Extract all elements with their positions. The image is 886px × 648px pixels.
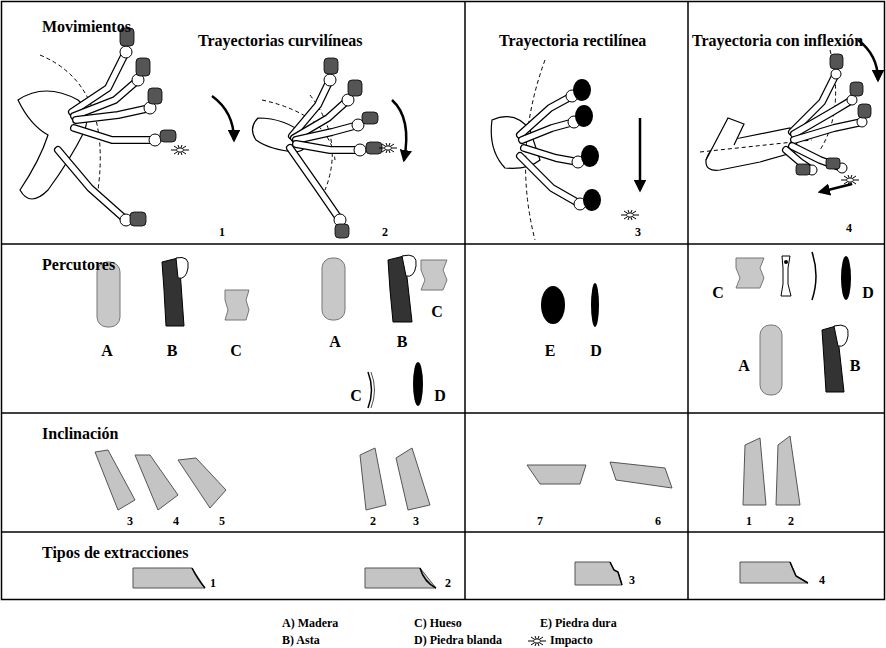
legend-entry: A) Madera xyxy=(282,617,338,629)
material-letter: B xyxy=(850,358,861,374)
row-heading: Inclinación xyxy=(42,425,118,443)
material-letter: C xyxy=(350,388,362,404)
callout-number: 1 xyxy=(746,515,752,527)
material-letter: A xyxy=(101,343,113,359)
row-heading: Percutores xyxy=(42,256,115,274)
table-cell: Trayectoria con inflexión xyxy=(688,0,886,244)
material-letter: D xyxy=(434,388,446,404)
table-cell: Inclinación xyxy=(0,413,465,532)
legend-entry: B) Asta xyxy=(282,634,320,646)
material-letter: A xyxy=(738,358,750,374)
material-letter: D xyxy=(862,285,874,301)
callout-number: 2 xyxy=(445,577,451,589)
callout-number: 3 xyxy=(127,515,133,527)
hammerstones xyxy=(97,252,851,408)
figure-straight xyxy=(491,60,640,240)
removal-types xyxy=(133,562,808,588)
table-cell: Trayectoria rectilínea xyxy=(465,0,688,244)
table-grid xyxy=(2,2,885,600)
callout-number: 5 xyxy=(219,515,225,527)
callout-number: 4 xyxy=(846,222,852,234)
callout-number: 4 xyxy=(173,515,179,527)
figure-curved-2 xyxy=(252,58,406,238)
callout-number: 1 xyxy=(219,226,225,238)
material-letter: C xyxy=(712,285,724,301)
callout-number: 6 xyxy=(655,515,661,527)
material-letter: B xyxy=(167,343,178,359)
material-letter: E xyxy=(545,343,556,359)
callout-number: 1 xyxy=(210,577,216,589)
material-letter: C xyxy=(230,343,242,359)
legend-entry: E) Piedra dura xyxy=(540,617,617,629)
callout-number: 7 xyxy=(537,515,543,527)
column-heading: Trayectoria rectilínea xyxy=(499,32,646,50)
legend-entry: D) Piedra blanda xyxy=(414,634,502,646)
material-letter: C xyxy=(431,304,443,320)
legend-entry: C) Hueso xyxy=(414,617,462,629)
callout-number: 3 xyxy=(413,515,419,527)
figure-inflexion xyxy=(700,40,878,192)
material-letter: A xyxy=(329,334,341,350)
legend-entry: Impacto xyxy=(550,634,593,646)
column-heading: Trayectorias curvilíneas xyxy=(198,32,363,50)
callout-number: 4 xyxy=(819,574,825,586)
row-heading: Tipos de extracciones xyxy=(42,544,188,562)
table-cell: Tipos de extracciones xyxy=(0,532,465,600)
callout-number: 3 xyxy=(629,574,635,586)
material-letter: B xyxy=(397,334,408,350)
flakes xyxy=(95,436,800,510)
row-heading: Movimientos xyxy=(42,18,131,36)
figure-curved-1 xyxy=(18,28,234,226)
callout-number: 3 xyxy=(635,226,641,238)
impact-symbol xyxy=(528,636,546,646)
material-letter: D xyxy=(590,343,602,359)
callout-number: 2 xyxy=(382,226,388,238)
column-heading: Trayectoria con inflexión xyxy=(692,32,863,50)
callout-number: 2 xyxy=(788,515,794,527)
callout-number: 2 xyxy=(370,515,376,527)
table-cell: MovimientosTrayectorias curvilíneas xyxy=(0,0,465,244)
table-cell: Percutores xyxy=(0,244,465,413)
